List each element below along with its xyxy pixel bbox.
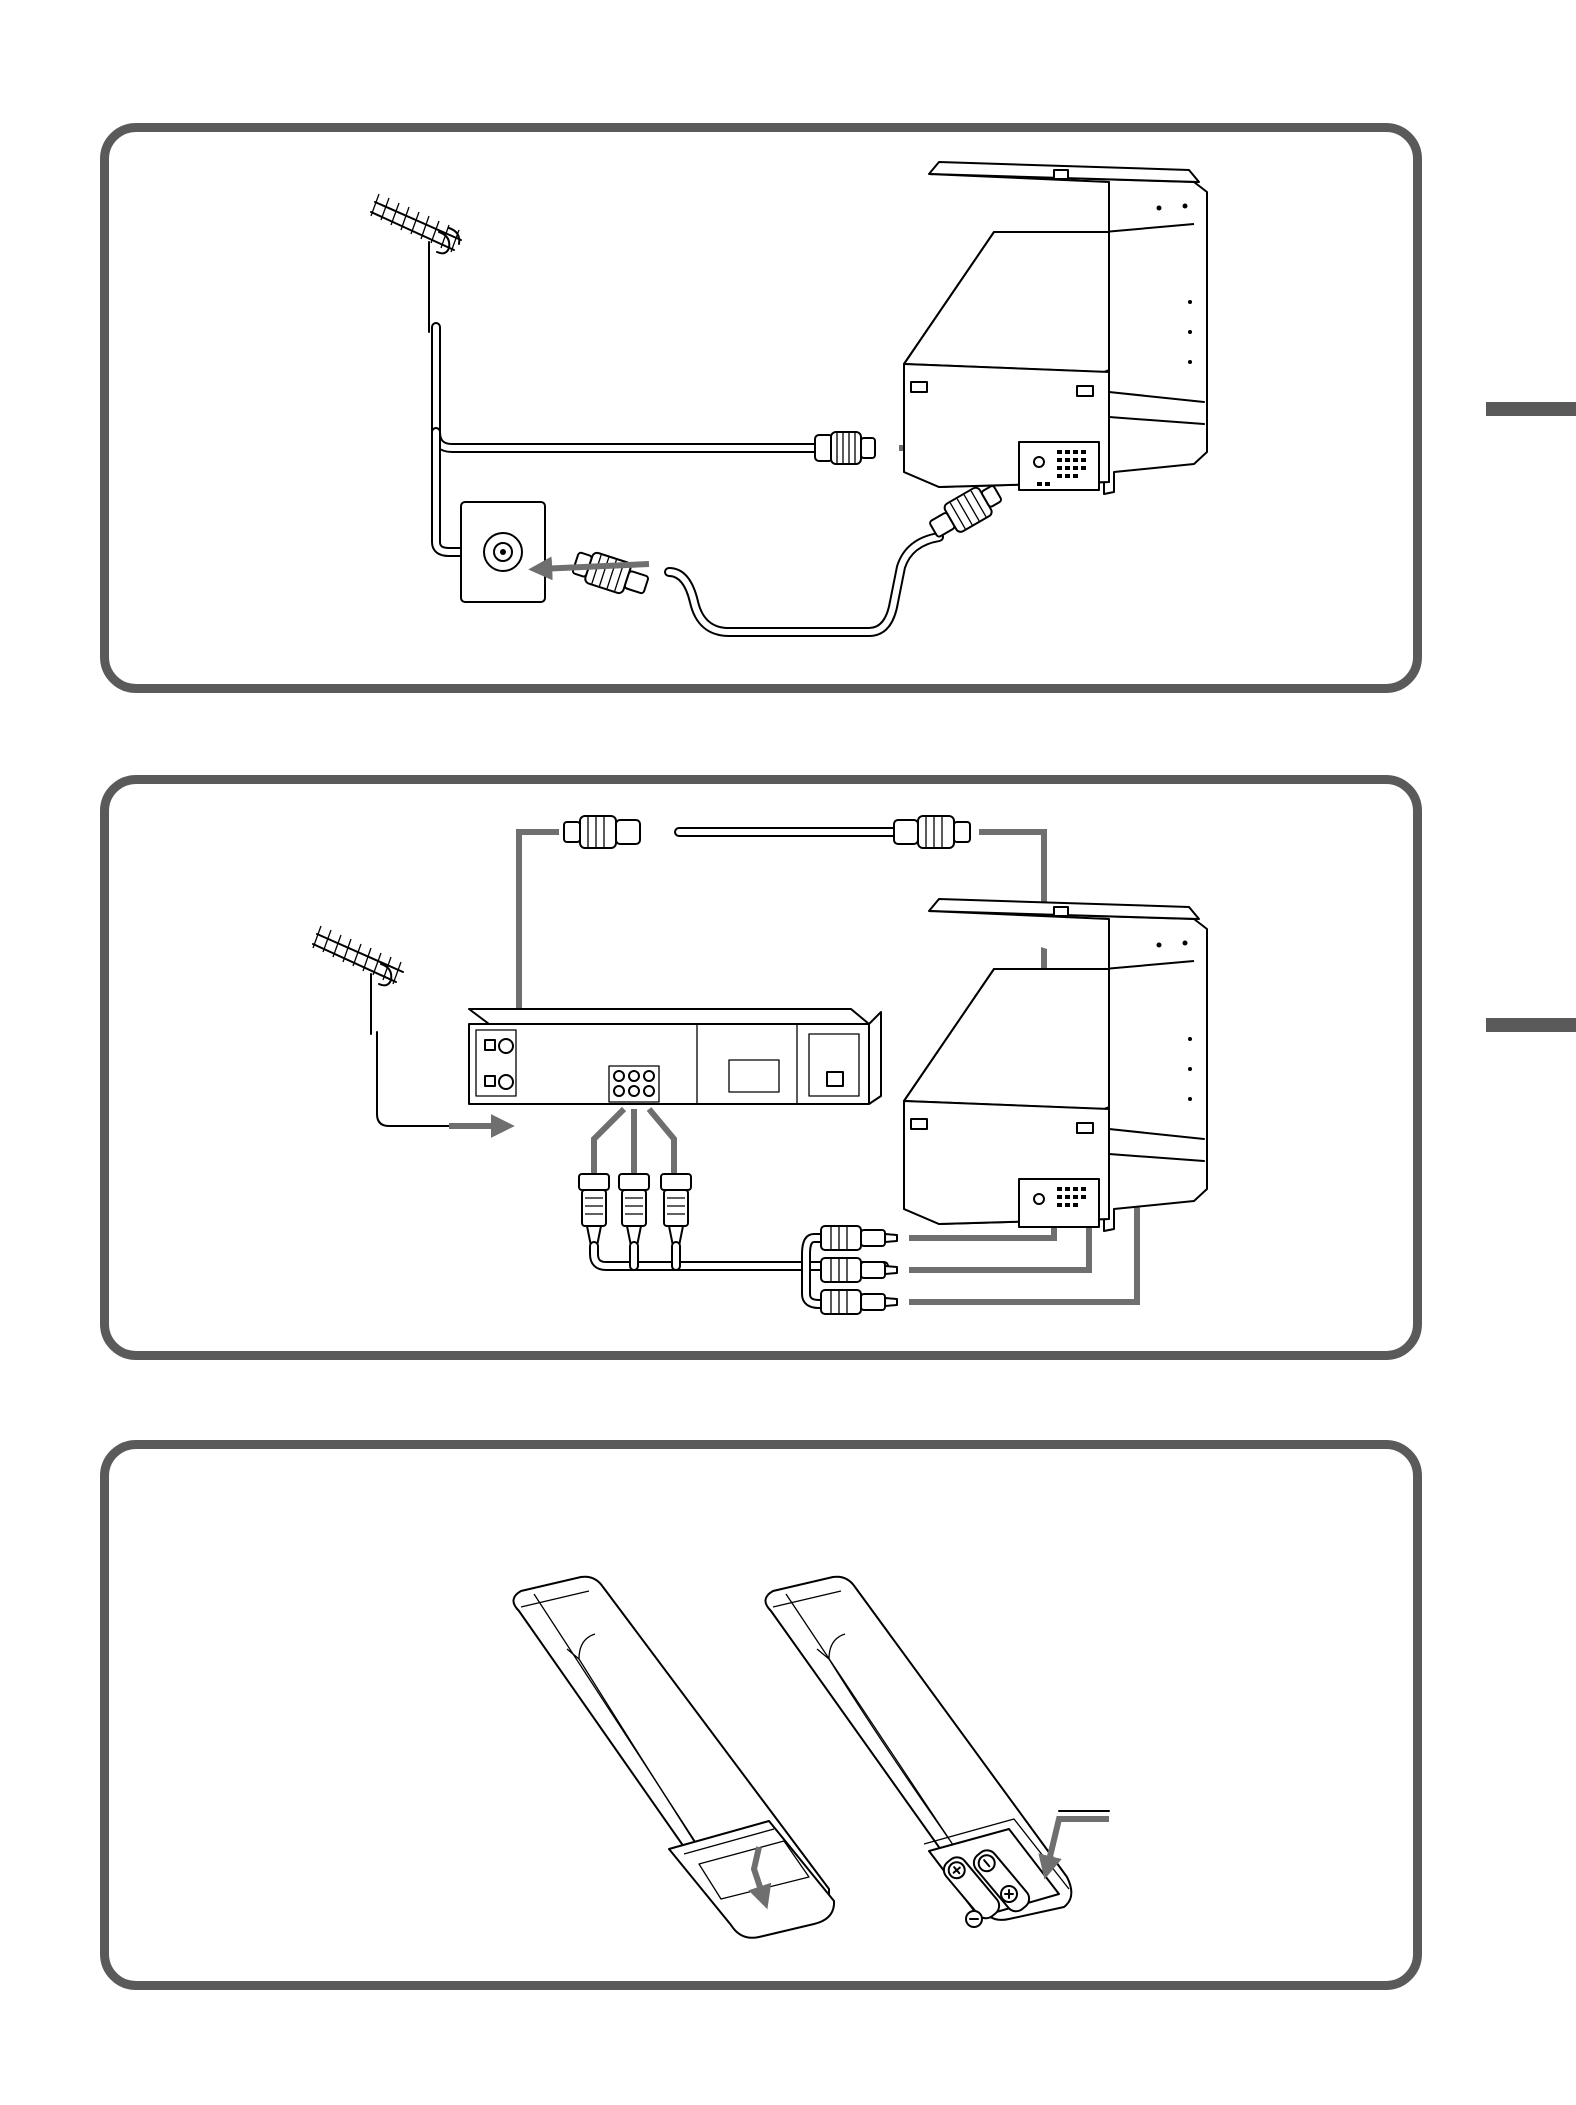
remote-battery-diagram: [109, 1449, 1413, 1981]
coax-plug-icon: [815, 432, 875, 464]
vcr-rear-icon: [469, 1009, 881, 1104]
wall-socket-icon: [461, 502, 545, 602]
tv-rear-icon: [904, 899, 1207, 1231]
section-tab-marker: [1486, 402, 1576, 416]
antenna-icon: [313, 926, 403, 1034]
coax-plug-icon: [571, 547, 651, 600]
coax-plug-icon: [564, 816, 640, 848]
diagram-panel-remote-batteries: [100, 1440, 1422, 1990]
tv-rear-icon: [904, 162, 1207, 494]
diagram-panel-antenna-tv: [100, 123, 1422, 693]
diagram-panel-antenna-vcr-tv: [100, 775, 1422, 1360]
section-tab-marker: [1486, 1018, 1576, 1032]
coax-plug-icon: [926, 479, 1006, 544]
antenna-tv-connection-diagram: [109, 132, 1413, 684]
av-plug-set-icon: [821, 1226, 897, 1314]
antenna-vcr-tv-connection-diagram: [109, 784, 1413, 1351]
coax-plug-icon: [894, 816, 970, 848]
antenna-icon: [371, 194, 461, 332]
av-plug-set-icon: [579, 1174, 691, 1246]
